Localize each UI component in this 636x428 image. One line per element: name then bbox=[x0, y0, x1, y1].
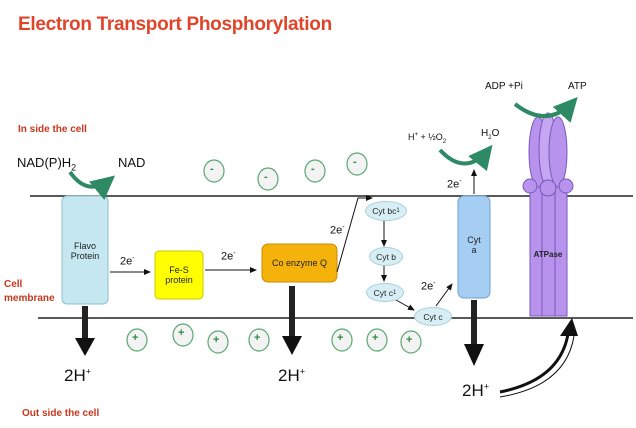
proton-return-arrow bbox=[499, 333, 570, 394]
positive-charge: + bbox=[406, 334, 413, 346]
coenzyme-q-label: Co enzyme Q bbox=[271, 258, 328, 268]
atpase-base bbox=[522, 178, 538, 194]
positive-charge-circle bbox=[207, 330, 229, 354]
inside-cell-label: In side the cell bbox=[18, 124, 87, 135]
nad-label: NAD bbox=[118, 155, 146, 170]
positive-charge: + bbox=[372, 332, 379, 344]
cyt-b-node: Cyt b bbox=[369, 247, 403, 266]
flavo-protein-box bbox=[61, 195, 109, 305]
water-label: H2O bbox=[481, 128, 500, 141]
electron-arrow bbox=[395, 299, 415, 311]
negative-charge: - bbox=[311, 163, 315, 175]
electron-arrow bbox=[435, 283, 453, 307]
positive-charge: + bbox=[178, 327, 185, 339]
h-plus-oxygen-label: H+ + ½O2 bbox=[408, 132, 447, 145]
negative-charge: - bbox=[353, 156, 357, 168]
proton-arrow bbox=[282, 286, 302, 355]
coenzyme-q-box bbox=[261, 243, 338, 283]
cyt-a-label: Cyt a bbox=[467, 235, 481, 255]
fes-protein-box bbox=[154, 250, 204, 300]
positive-charge-circle bbox=[400, 330, 422, 354]
electron-label: 2e- bbox=[120, 255, 135, 268]
positive-charge-circle bbox=[366, 328, 388, 352]
negative-charge: - bbox=[264, 171, 268, 183]
outside-cell-label: Out side the cell bbox=[22, 408, 100, 419]
positive-charge-circle bbox=[248, 328, 270, 352]
atpase-base bbox=[558, 178, 574, 194]
proton-label: 2H+ bbox=[64, 366, 91, 385]
cell-membrane-label: Cell membrane bbox=[4, 279, 55, 304]
negative-charge-circle bbox=[203, 159, 225, 183]
positive-charge-circle bbox=[331, 328, 353, 352]
electron-label: 2e- bbox=[447, 178, 462, 191]
electron-label: 2e- bbox=[330, 224, 345, 237]
positive-charge: + bbox=[337, 332, 344, 344]
positive-charge-circle bbox=[172, 323, 194, 347]
nadph2-label: NAD(P)H2 bbox=[17, 155, 77, 173]
atpase-base bbox=[539, 179, 557, 197]
adp-pi-label: ADP +Pi bbox=[485, 81, 523, 92]
electron-label: 2e- bbox=[421, 280, 436, 293]
proton-label: 2H+ bbox=[462, 381, 489, 400]
flavo-protein-label: Flavo Protein bbox=[70, 241, 100, 261]
water-reaction-arrow bbox=[438, 144, 493, 172]
atpase-label: ATPase bbox=[533, 249, 563, 259]
negative-charge-circle bbox=[304, 159, 326, 183]
negative-charge: - bbox=[210, 163, 214, 175]
positive-charge: + bbox=[132, 332, 139, 344]
proton-label: 2H+ bbox=[278, 366, 305, 385]
electron-arrow bbox=[336, 195, 373, 273]
cyt-c-node: Cyt c bbox=[414, 307, 452, 326]
positive-charge: + bbox=[213, 334, 220, 346]
negative-charge-circle bbox=[346, 152, 368, 176]
proton-return-arrowhead bbox=[560, 318, 578, 336]
atpase-head bbox=[548, 116, 568, 188]
nad-reaction-arrow bbox=[68, 170, 116, 201]
negative-charge-circle bbox=[257, 167, 279, 191]
proton-arrow bbox=[464, 300, 484, 366]
fes-protein-label: Fe-S protein bbox=[165, 265, 193, 285]
positive-charge-circle bbox=[126, 328, 148, 352]
proton-arrow bbox=[75, 306, 95, 356]
atp-reaction-arrow bbox=[513, 97, 578, 123]
positive-charge: + bbox=[254, 332, 261, 344]
electron-label: 2e- bbox=[221, 250, 236, 263]
atp-label: ATP bbox=[568, 81, 587, 92]
proton-return-arrow bbox=[499, 335, 575, 398]
cyt-a-box bbox=[457, 195, 491, 299]
diagram-title: Electron Transport Phosphorylation bbox=[18, 14, 332, 35]
